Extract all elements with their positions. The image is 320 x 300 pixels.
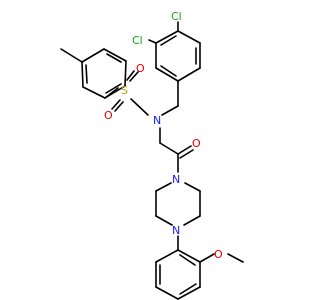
sulfur-label: S [121, 84, 128, 97]
piperazine-nitrogen-label-1: N [172, 173, 180, 186]
chlorine-label-1: Cl [171, 10, 182, 23]
piperazine-nitrogen-label-2: N [172, 224, 180, 237]
sulfonyl-oxygen-label-2: O [104, 109, 113, 122]
bonds [60, 21, 244, 300]
carbonyl-oxygen-label: O [192, 137, 201, 150]
ether-oxygen-label: O [214, 248, 223, 261]
molecule-diagram: Cl Cl S O O N O N N O [60, 10, 244, 300]
atom-labels: Cl Cl S O O N O N N O [104, 10, 223, 261]
chlorine-label-2: Cl [132, 34, 143, 47]
sulfonamide-nitrogen-label: N [153, 114, 161, 127]
sulfonyl-oxygen-label-1: O [136, 62, 145, 75]
